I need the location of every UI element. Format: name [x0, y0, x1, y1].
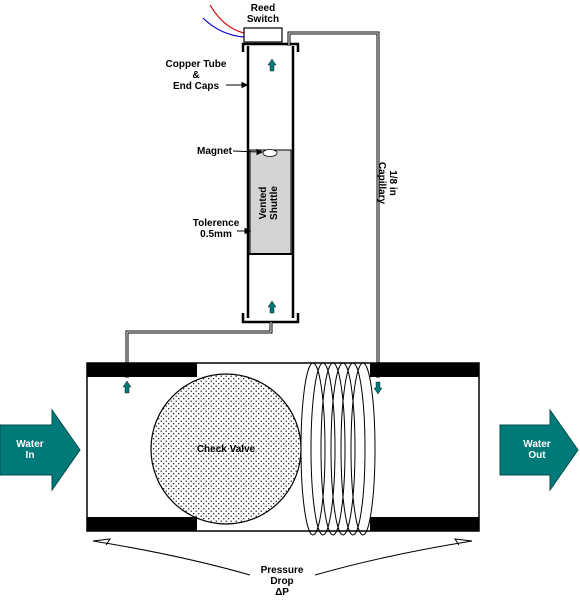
reed-switch-label-line2: Switch [246, 14, 280, 25]
vented-shuttle-label: Vented Shuttle [252, 173, 288, 233]
capillary-label-line1: 1/8 in [387, 170, 398, 196]
pressure-drop-label-line3: ΔP [275, 587, 289, 598]
reed-switch-label-line1: Reed [250, 3, 276, 14]
pressure-drop-label-line2: Drop [270, 576, 294, 587]
magnet [262, 149, 278, 157]
pointer-lines [226, 81, 264, 235]
check-valve-label: Check Valve [196, 444, 256, 455]
magnet-label: Magnet [197, 146, 232, 157]
capillary-right [287, 31, 380, 378]
tolerance-label-line1: Tolerence [192, 218, 240, 229]
capillary-label: 1/8 in Capillary [372, 148, 398, 218]
water-in-label: Water In [5, 439, 55, 461]
water-out-label-line2: Out [528, 450, 546, 461]
wire-red [209, 4, 245, 34]
pipe [86, 362, 480, 532]
flow-arrow-icon [122, 58, 383, 395]
water-in-arrow [0, 408, 81, 492]
copper-tube-label-line3: End Caps [172, 81, 220, 92]
pressure-drop-arrows [92, 538, 473, 576]
reed-switch-label: Reed Switch [238, 3, 288, 25]
pressure-drop-label-line1: Pressure [260, 565, 304, 576]
copper-tube-label-line2: & [192, 70, 200, 81]
water-out-arrow [499, 408, 579, 492]
copper-tube-label: Copper Tube & End Caps [160, 59, 232, 92]
water-in-label-line2: In [25, 450, 35, 461]
water-in-label-line1: Water [16, 439, 44, 450]
vented-shuttle-label-line1: Vented [258, 186, 269, 220]
tolerance-label-line2: 0.5mm [200, 229, 232, 240]
capillary-label-line2: Capillary [376, 161, 387, 205]
water-out-label-line1: Water [523, 439, 551, 450]
water-out-label: Water Out [512, 439, 562, 461]
copper-tube-label-line1: Copper Tube [165, 59, 227, 70]
tolerance-label: Tolerence 0.5mm [188, 218, 244, 240]
pressure-drop-label: Pressure Drop ΔP [252, 565, 312, 598]
spring [300, 362, 376, 536]
reed-switch [243, 27, 283, 43]
vented-shuttle-label-line2: Shuttle [269, 186, 280, 220]
wire-blue [202, 17, 245, 38]
